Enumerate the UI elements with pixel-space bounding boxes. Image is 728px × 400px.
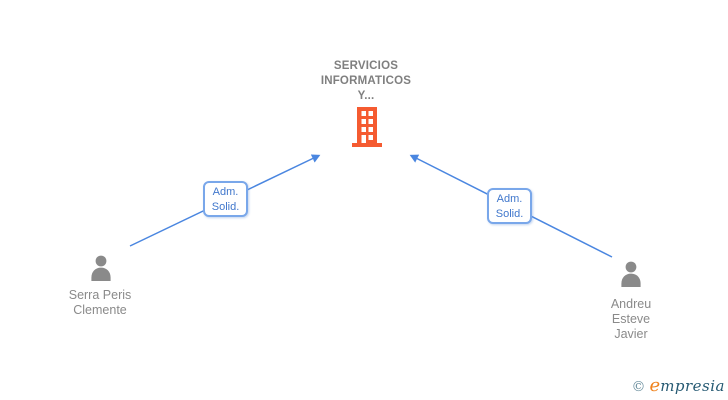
- copyright-icon: ©: [631, 379, 646, 395]
- edge-label-adm-solid-left: Adm. Solid.: [203, 181, 248, 217]
- person-name-line: Andreu: [610, 297, 652, 311]
- person-name-andreu-esteve: Andreu Esteve Javier: [581, 297, 681, 342]
- person-name-line: Serra Peris: [68, 288, 132, 302]
- person-name-line: Clemente: [73, 303, 127, 317]
- building-icon[interactable]: [351, 107, 383, 147]
- person-icon-serra-peris[interactable]: [87, 255, 115, 283]
- company-name-line: Y...: [357, 90, 375, 102]
- company-name-line: SERVICIOS: [333, 60, 399, 72]
- person-name-serra-peris: Serra Peris Clemente: [40, 288, 160, 318]
- edge-label-line: Solid.: [495, 208, 524, 220]
- person-icon-andreu-esteve[interactable]: [617, 261, 645, 289]
- logo-text: mpresia: [660, 377, 725, 395]
- empresia-logo[interactable]: ©empresia: [632, 375, 725, 396]
- person-name-line: Javier: [614, 327, 648, 341]
- edge-label-line: Adm.: [496, 193, 523, 205]
- person-name-line: Esteve: [611, 312, 651, 326]
- edge-label-adm-solid-right: Adm. Solid.: [487, 188, 532, 224]
- company-name: SERVICIOS INFORMATICOS Y...: [296, 59, 436, 104]
- logo-initial: e: [649, 375, 661, 396]
- edge-label-line: Solid.: [211, 201, 240, 213]
- company-name-line: INFORMATICOS: [320, 75, 412, 87]
- edge-label-line: Adm.: [212, 186, 239, 198]
